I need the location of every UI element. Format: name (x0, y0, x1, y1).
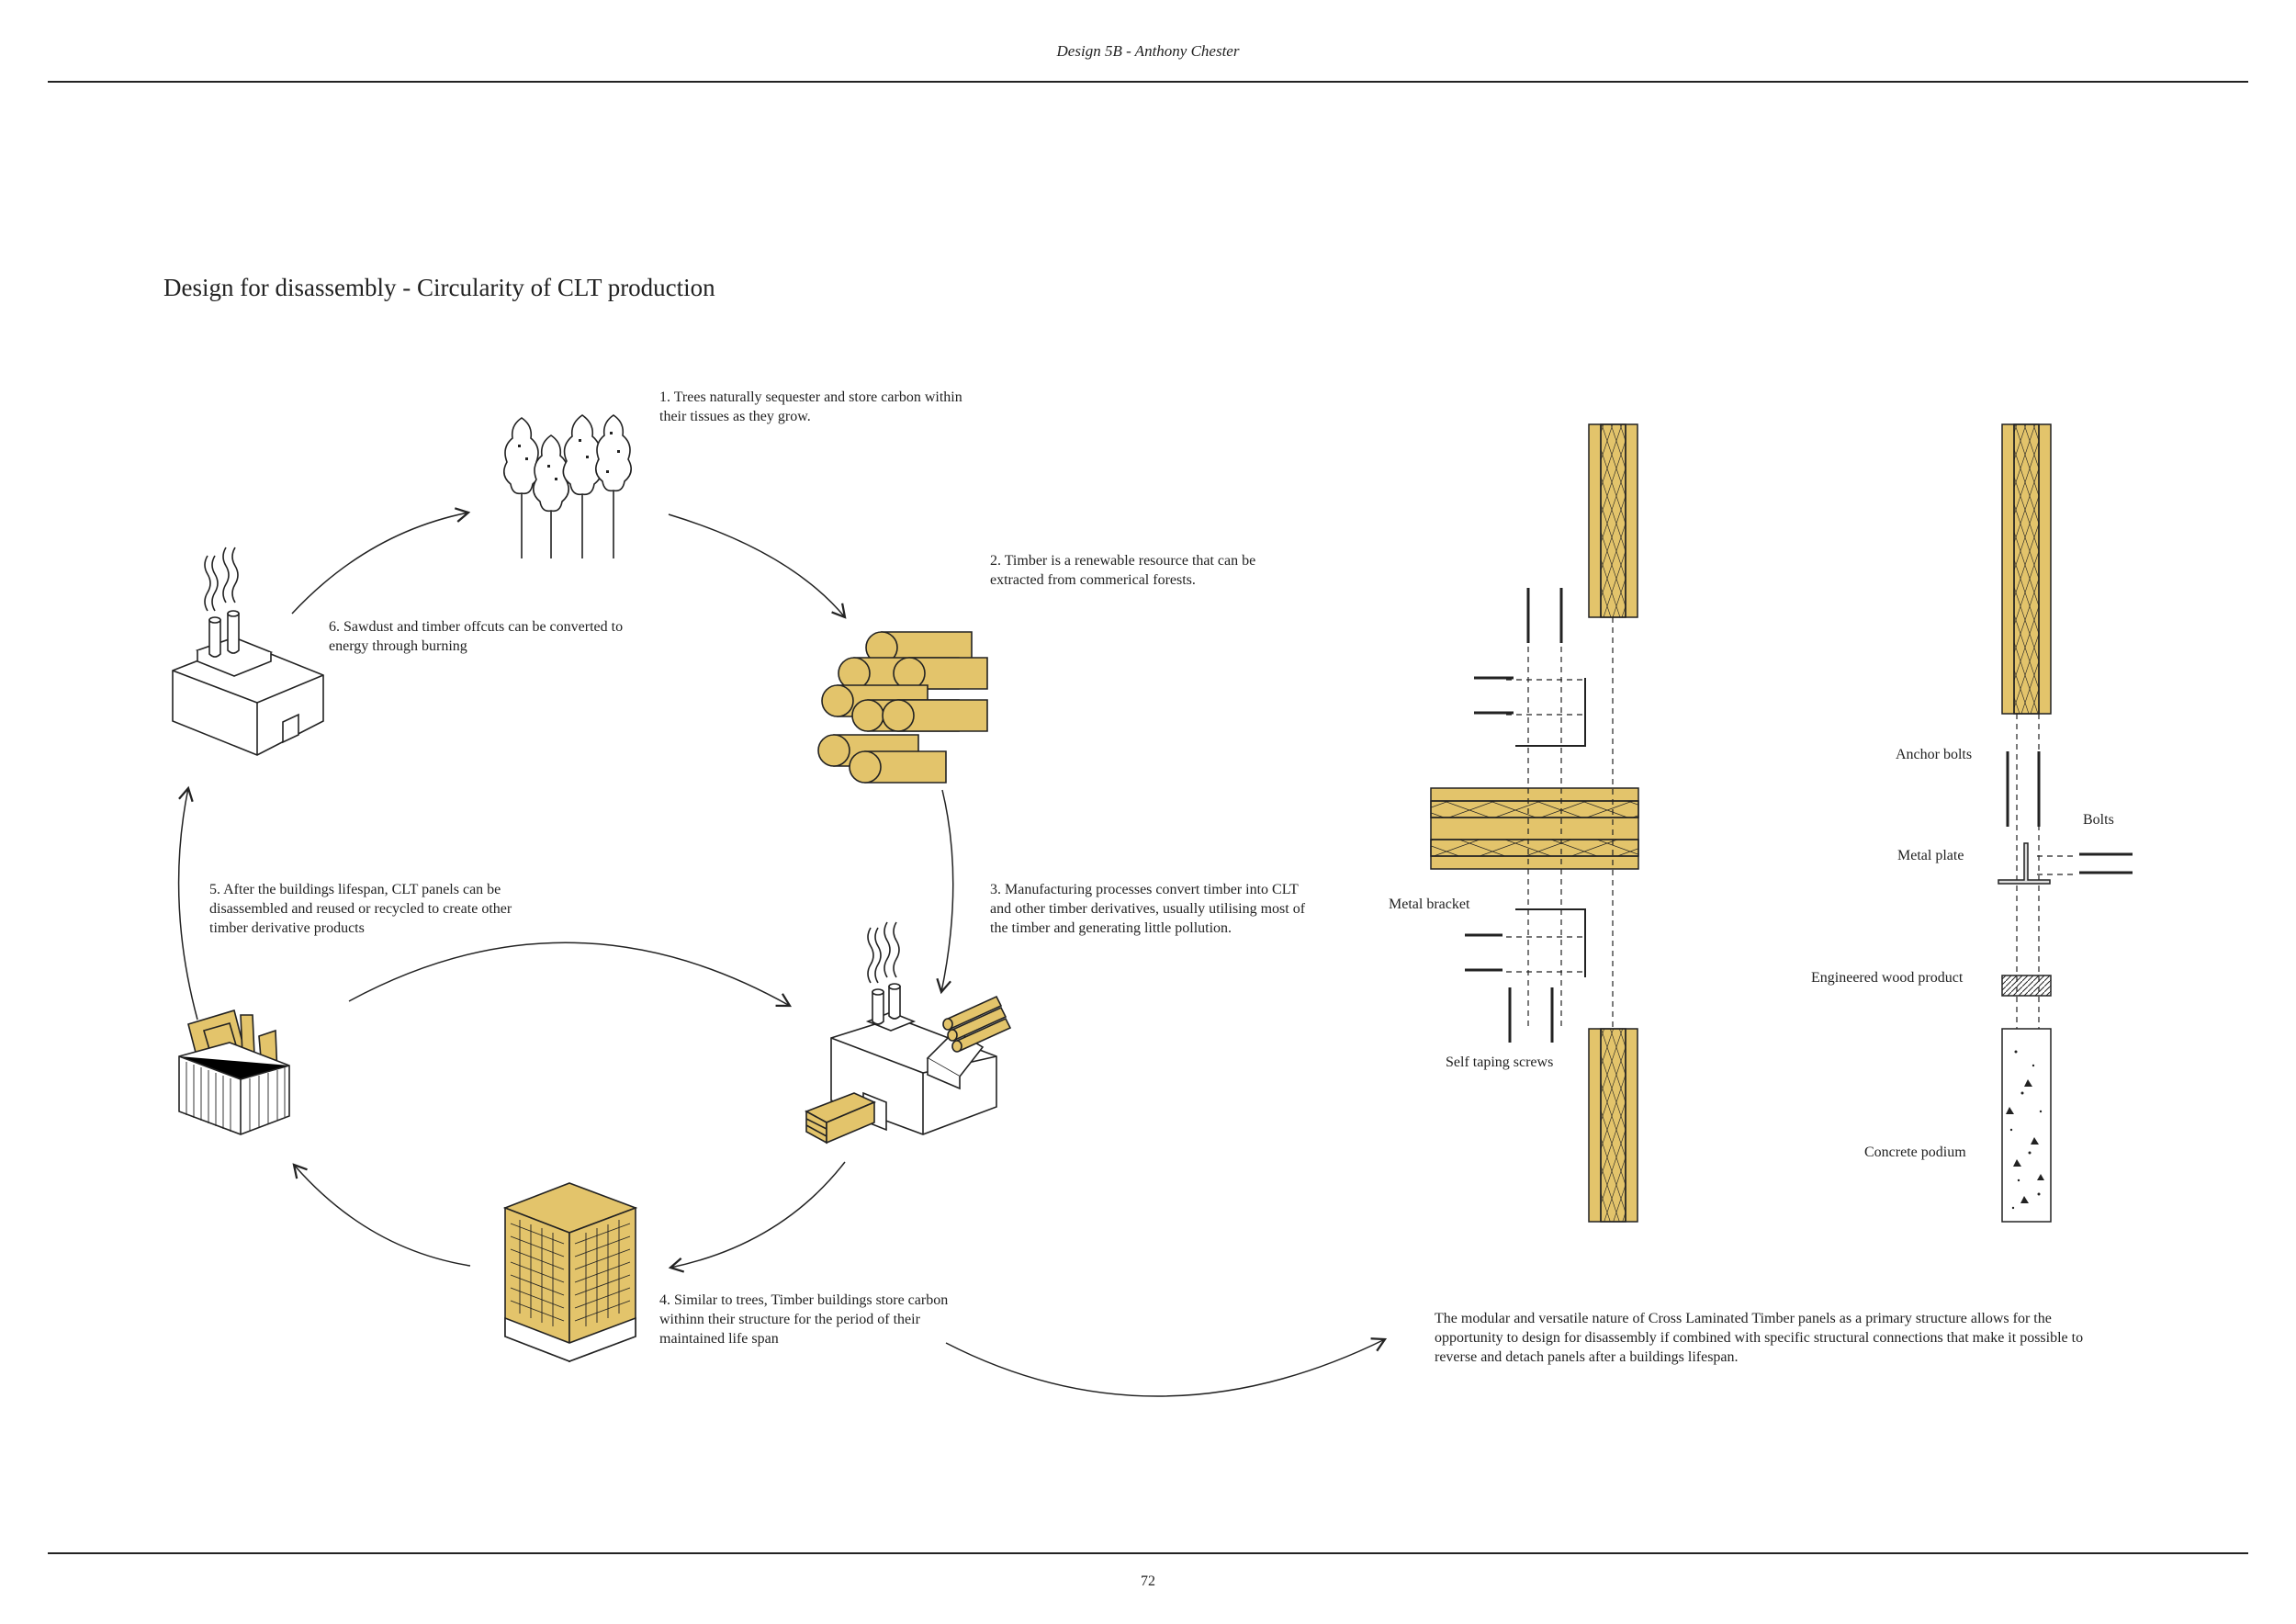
logs-icon (817, 631, 988, 784)
step-6-text: 6. Sawdust and timber offcuts can be con… (329, 619, 624, 654)
label-anchor-bolts: Anchor bolts (1896, 747, 1973, 762)
arrow-trees-to-logs (668, 513, 847, 619)
arrow-factory-to-building (668, 1161, 846, 1273)
description-paragraph: The modular and versatile nature of Cros… (1435, 1311, 2084, 1365)
factory-icon (805, 921, 1012, 1145)
label-metal-plate: Metal plate (1897, 848, 1964, 863)
power-plant-icon (172, 547, 324, 756)
label-metal-bracket: Metal bracket (1389, 897, 1470, 912)
arrow-bin-to-power (177, 785, 198, 1021)
page-number: 72 (1141, 1573, 1155, 1589)
step-4-text: 4. Similar to trees, Timber buildings st… (659, 1292, 949, 1347)
label-concrete-podium: Concrete podium (1864, 1145, 1966, 1160)
trees-icon (503, 414, 632, 558)
arrow-bin-to-factory (348, 942, 793, 1008)
recycle-bin-icon (178, 1009, 290, 1135)
building-icon (502, 1182, 638, 1363)
header-rule (48, 81, 2248, 83)
document-header: Design 5B - Anthony Chester (1056, 42, 1240, 60)
step-3-text: 3. Manufacturing processes convert timbe… (990, 882, 1306, 936)
arrow-building-to-bin (292, 1163, 471, 1267)
step-2-text: 2. Timber is a renewable resource that c… (990, 553, 1256, 588)
label-bolts: Bolts (2083, 812, 2114, 828)
footer-rule (48, 1552, 2248, 1554)
step-1-text: 1. Trees naturally sequester and store c… (659, 389, 962, 424)
arrow-cycle-to-details (945, 1337, 1388, 1397)
label-engineered-wood-product: Engineered wood product (1811, 970, 1964, 986)
step-5-text: 5. After the buildings lifespan, CLT pan… (209, 882, 512, 936)
label-self-taping-screws: Self taping screws (1446, 1054, 1554, 1070)
arrow-logs-to-factory (936, 789, 954, 995)
clt-wall-floor-detail (1430, 423, 1639, 1223)
arrow-power-to-trees (291, 507, 471, 615)
clt-podium-detail (1998, 423, 2133, 1223)
page-title: Design for disassembly - Circularity of … (163, 274, 715, 301)
